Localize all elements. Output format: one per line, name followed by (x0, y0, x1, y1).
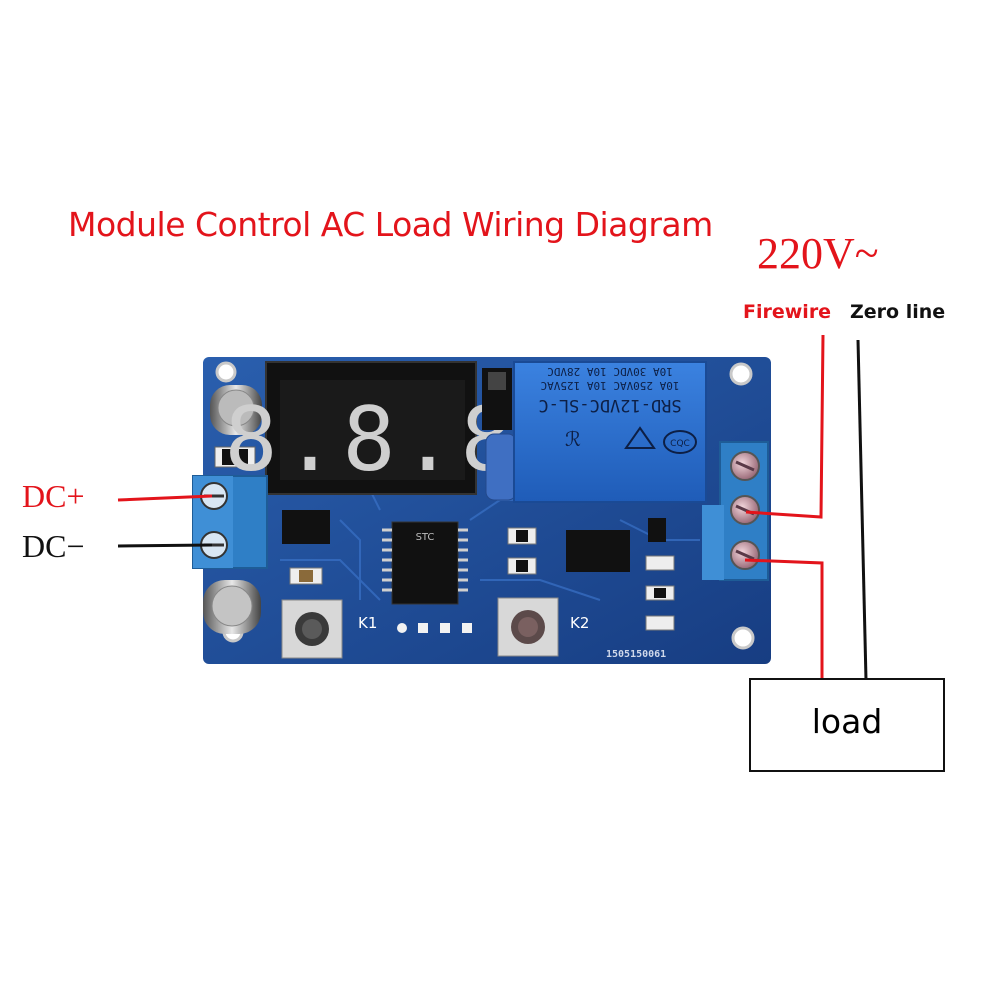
dc-minus-label: DC− (22, 528, 85, 564)
relay-rating-2: 10A 30VDC 10A 28VDC (547, 365, 673, 378)
smd-part (645, 555, 675, 571)
display-digits: 8.8.8 (225, 388, 520, 491)
regulator-chip (282, 510, 330, 544)
button-k1-label: K1 (358, 614, 377, 632)
dc-plus-label: DC+ (22, 478, 85, 514)
header-pads (397, 623, 472, 633)
switched-live-wire (744, 558, 824, 680)
load-label: load (811, 702, 883, 741)
ul-mark-icon: ℛ (565, 427, 581, 451)
smd-diode (648, 518, 666, 542)
zero-line-label: Zero line (850, 301, 946, 323)
diagram-title: Module Control AC Load Wiring Diagram (68, 205, 713, 244)
load-box (749, 678, 945, 772)
ic-label: STC (416, 532, 435, 543)
zero-line-wire (856, 339, 868, 681)
button-k2[interactable] (497, 597, 559, 657)
optocoupler (566, 530, 630, 572)
serial-number: 1505150061 (606, 649, 666, 660)
smd-part (645, 615, 675, 631)
button-k2-label: K2 (570, 614, 589, 632)
capacitor-bottom (203, 580, 261, 634)
capacitor-top (210, 385, 262, 435)
warning-triangle-icon (624, 426, 656, 449)
relay-brand: CQC (670, 439, 690, 449)
microcontroller-ic (382, 521, 468, 605)
button-k1[interactable] (281, 599, 343, 659)
dc-plus-wire (117, 494, 213, 502)
relay-model: SRD-12VDC-SL-C (538, 395, 681, 415)
cqc-mark (663, 430, 697, 454)
supply-voltage-label: 220V~ (757, 229, 879, 278)
blue-capacitor (485, 433, 517, 501)
firewire-wire (745, 334, 825, 519)
relay-terminal-block (702, 441, 769, 581)
dc-minus-wire (117, 543, 213, 548)
firewire-label: Firewire (743, 301, 832, 323)
seven-segment-display (265, 361, 477, 495)
relay-rating-1: 10A 250VAC 10A 125VAC (540, 379, 679, 392)
dc-terminal-block (192, 475, 268, 569)
